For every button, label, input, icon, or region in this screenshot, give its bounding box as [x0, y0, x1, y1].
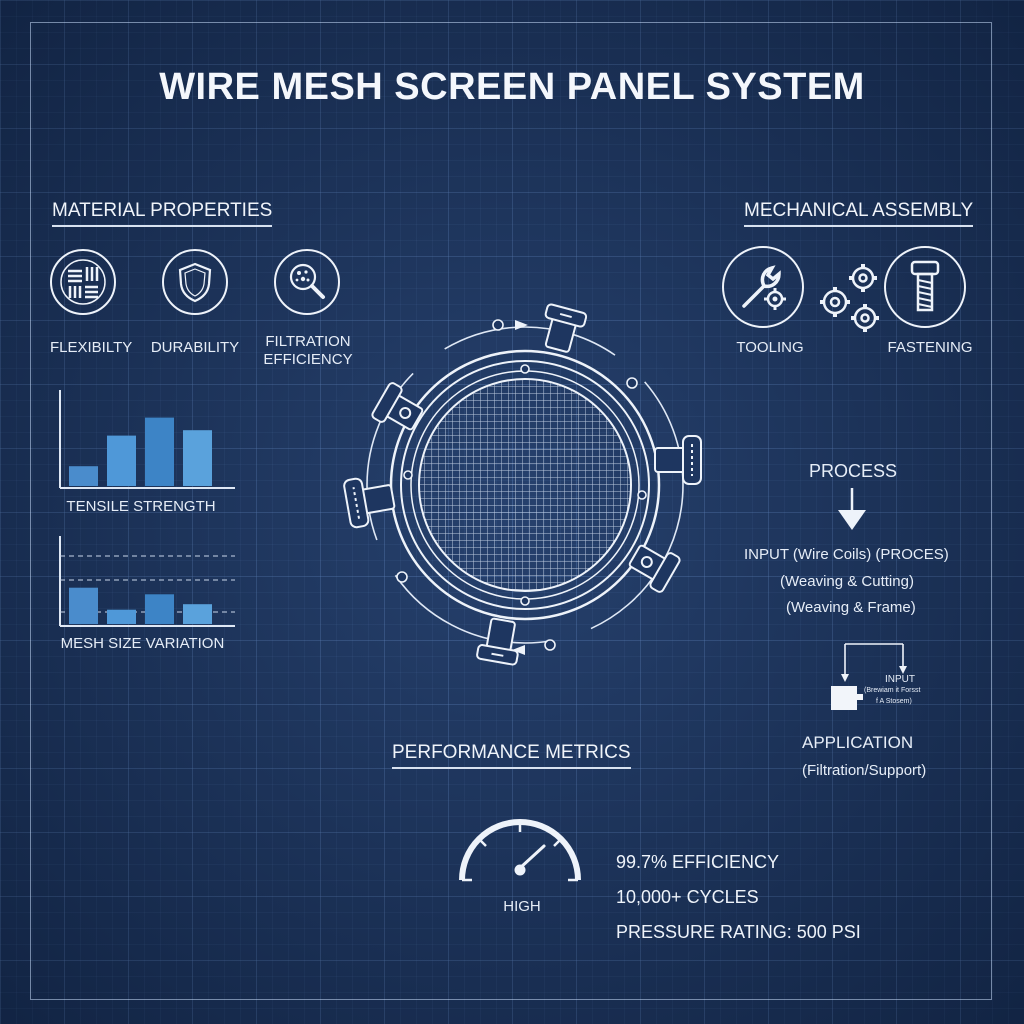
- process-flow-mini-diagram: [831, 643, 907, 710]
- bar-1: [69, 466, 98, 486]
- blueprint-frame: [30, 22, 992, 1000]
- cycles-stat: 10,000+ CYCLES: [616, 887, 759, 907]
- tensile-strength-label: TENSILE STRENGTH: [66, 498, 216, 515]
- efficiency-stat: 99.7% EFFICIENCY: [616, 852, 780, 872]
- process-line-3: (Weaving & Frame): [786, 599, 916, 616]
- process-line-1: INPUT (Wire Coils) (PROCES): [744, 546, 949, 563]
- performance-metrics-heading: PERFORMANCE METRICS: [392, 742, 631, 769]
- mesh-panel-diagram: [343, 303, 702, 666]
- bar-2: [107, 609, 136, 624]
- pressure-rating-stat: PRESSURE RATING: 500 PSI: [616, 922, 861, 942]
- application-sub: (Filtration/Support): [802, 762, 927, 779]
- mini-sub-line-1: (Brewiam it Forsst: [864, 687, 921, 694]
- bar-4: [183, 430, 212, 486]
- down-arrow-icon: [838, 488, 866, 530]
- flexibility-label: FLEXIBILTY: [50, 339, 133, 356]
- mechanical-assembly-heading: MECHANICAL ASSEMBLY: [744, 200, 974, 227]
- gauge-label: HIGH: [503, 898, 541, 915]
- gears-icon: [820, 264, 879, 332]
- page-title: WIRE MESH SCREEN PANEL SYSTEM: [159, 66, 865, 108]
- mesh-size-variation-label: MESH SIZE VARIATION: [60, 635, 225, 652]
- bolt-icon: [884, 246, 966, 328]
- filtration-efficiency-label: FILTRATION EFFICIENCY: [263, 333, 353, 368]
- mini-sub-line-2: f A Stosem): [876, 698, 912, 705]
- woven-mesh-icon: [50, 249, 116, 315]
- mini-input-label: INPUT: [885, 674, 915, 685]
- shield-icon: [162, 249, 228, 315]
- process-heading: PROCESS: [808, 461, 898, 481]
- bar-3: [145, 417, 174, 486]
- material-properties-heading: MATERIAL PROPERTIES: [52, 200, 273, 227]
- durability-label: DURABILITY: [150, 339, 240, 356]
- bar-4: [183, 604, 212, 624]
- mesh-size-variation-chart: [59, 536, 235, 627]
- bar-1: [69, 587, 98, 624]
- wrench-gear-icon: [722, 246, 804, 328]
- magnifier-icon: [274, 249, 340, 315]
- bar-2: [107, 435, 136, 486]
- process-line-2: (Weaving & Cutting): [780, 573, 914, 590]
- bar-3: [145, 594, 174, 624]
- gauge-icon: [459, 819, 581, 882]
- tensile-strength-chart: [59, 390, 235, 489]
- gauge-needle: [518, 844, 546, 870]
- tooling-label: TOOLING: [736, 339, 804, 356]
- application-heading: APPLICATION: [802, 733, 914, 752]
- fastening-label: FASTENING: [887, 339, 973, 356]
